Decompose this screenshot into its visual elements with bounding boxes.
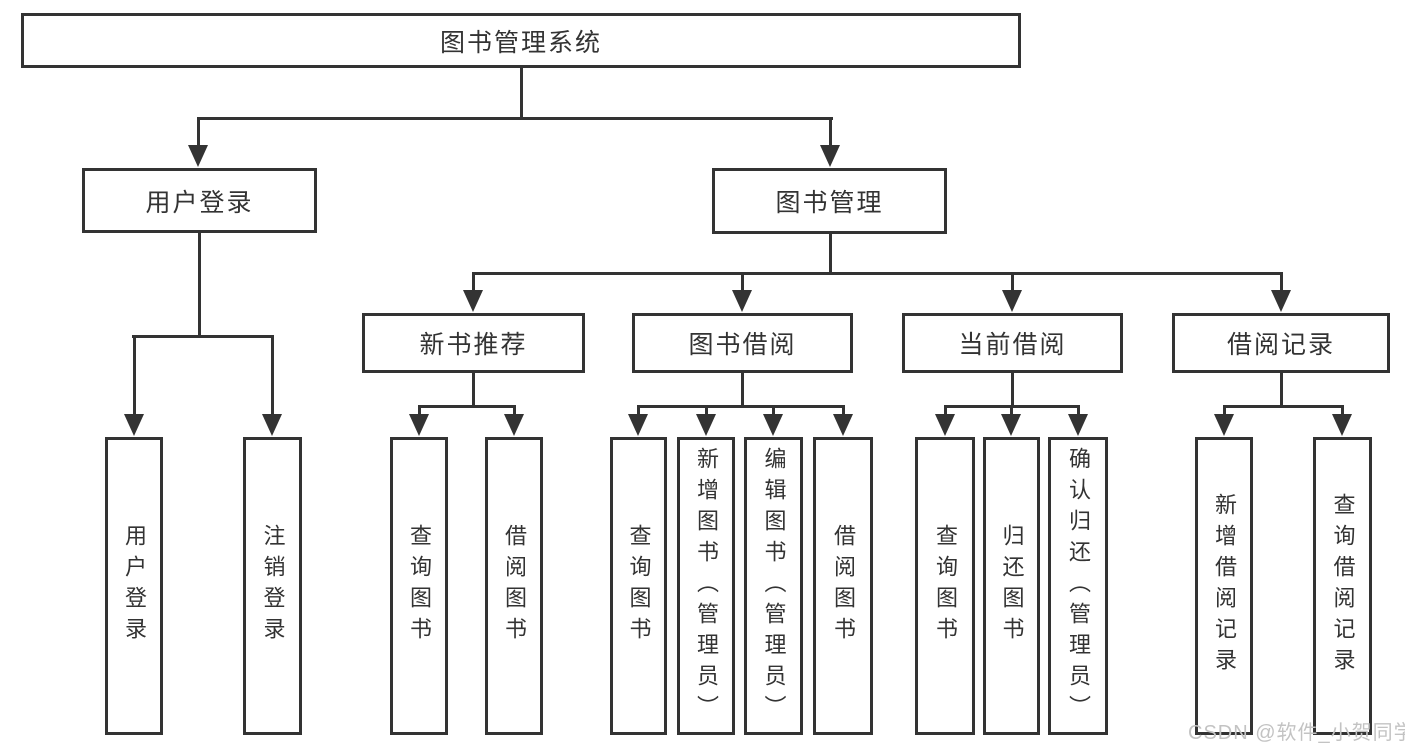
arrow-down-icon (1332, 414, 1352, 436)
leaf-bb-query-book-label: 查询图书 (626, 524, 652, 648)
arrow-down-icon (696, 414, 716, 436)
leaf-nb-query-book: 查询图书 (390, 437, 448, 735)
arrow-down-icon (935, 414, 955, 436)
arrow-down-icon (1001, 414, 1021, 436)
node-book-borrow-label: 图书借阅 (688, 331, 797, 359)
node-root-label: 图书管理系统 (439, 28, 602, 57)
leaf-bb-borrow-book: 借阅图书 (813, 437, 873, 735)
leaf-user-login: 用户登录 (105, 437, 163, 735)
connector-line (271, 335, 274, 417)
connector-line (637, 405, 845, 408)
connector-line (1341, 405, 1344, 416)
leaf-bb-edit-book: 编辑图书（管理员） (744, 437, 803, 735)
connector-line (829, 233, 832, 274)
leaf-bb-add-book-label: 新增图书（管理员） (694, 446, 719, 726)
leaf-cb-confirm-return: 确认归还（管理员） (1048, 437, 1108, 735)
arrow-down-icon (732, 290, 752, 312)
arrow-down-icon (124, 414, 144, 436)
leaf-br-query-record-label: 查询借阅记录 (1330, 493, 1356, 679)
arrow-down-icon (1002, 290, 1022, 312)
leaf-bb-borrow-book-label: 借阅图书 (831, 524, 856, 648)
arrow-down-icon (1068, 414, 1088, 436)
connector-line (1011, 373, 1014, 407)
node-book-borrow: 图书借阅 (632, 313, 853, 373)
leaf-cb-query-book: 查询图书 (915, 437, 975, 735)
node-user-login-label: 用户登录 (145, 188, 254, 217)
leaf-cb-confirm-return-label: 确认归还（管理员） (1066, 446, 1091, 726)
leaf-bb-add-book: 新增图书（管理员） (677, 437, 735, 735)
connector-line (132, 335, 274, 338)
connector-line (1223, 405, 1344, 408)
leaf-br-query-record: 查询借阅记录 (1313, 437, 1372, 735)
arrow-down-icon (409, 414, 429, 436)
connector-line (472, 373, 475, 407)
leaf-bb-edit-book-label: 编辑图书（管理员） (761, 446, 787, 726)
node-new-book-rec: 新书推荐 (362, 313, 585, 373)
watermark: CSDN @软件_小贺同学 (1188, 722, 1405, 744)
connector-line (198, 233, 201, 337)
leaf-bb-query-book: 查询图书 (610, 437, 667, 735)
connector-line (829, 117, 832, 148)
node-root: 图书管理系统 (21, 13, 1021, 68)
leaf-cb-return-book-label: 归还图书 (999, 524, 1025, 648)
node-new-book-rec-label: 新书推荐 (419, 331, 528, 359)
node-book-mgmt: 图书管理 (712, 168, 947, 234)
connector-line (944, 405, 947, 416)
leaf-br-add-record: 新增借阅记录 (1195, 437, 1253, 735)
arrow-down-icon (463, 290, 483, 312)
leaf-nb-borrow-book: 借阅图书 (485, 437, 543, 735)
arrow-down-icon (188, 145, 208, 167)
connector-line (1010, 405, 1013, 416)
arrow-down-icon (504, 414, 524, 436)
leaf-br-add-record-label: 新增借阅记录 (1212, 493, 1237, 679)
connector-line (133, 335, 136, 417)
connector-line (741, 373, 744, 407)
connector-line (513, 405, 516, 416)
connector-line (197, 117, 200, 148)
connector-line (472, 272, 475, 292)
connector-line (1011, 272, 1014, 292)
connector-line (741, 272, 744, 292)
leaf-nb-query-book-label: 查询图书 (407, 524, 432, 648)
connector-line (418, 405, 516, 408)
leaf-nb-borrow-book-label: 借阅图书 (502, 524, 527, 648)
leaf-cb-query-book-label: 查询图书 (933, 524, 958, 648)
connector-line (1223, 405, 1226, 416)
leaf-logout-label: 注销登录 (260, 524, 286, 648)
leaf-logout: 注销登录 (243, 437, 302, 735)
node-current-borrow-label: 当前借阅 (958, 331, 1067, 359)
node-borrow-records-label: 借阅记录 (1226, 331, 1335, 359)
connector-line (842, 405, 845, 416)
connector-line (1077, 405, 1080, 416)
connector-line (1280, 373, 1283, 407)
connector-line (637, 405, 640, 416)
connector-line (705, 405, 708, 416)
leaf-cb-return-book: 归还图书 (983, 437, 1040, 735)
node-current-borrow: 当前借阅 (902, 313, 1123, 373)
leaf-user-login-label: 用户登录 (122, 524, 147, 648)
connector-line (472, 272, 1283, 275)
connector-line (197, 117, 833, 120)
node-book-mgmt-label: 图书管理 (775, 189, 884, 217)
connector-line (520, 68, 523, 118)
node-user-login: 用户登录 (82, 168, 317, 233)
arrow-down-icon (628, 414, 648, 436)
arrow-down-icon (262, 414, 282, 436)
connector-line (1280, 272, 1283, 292)
arrow-down-icon (1214, 414, 1234, 436)
node-borrow-records: 借阅记录 (1172, 313, 1390, 373)
connector-line (418, 405, 421, 416)
connector-line (772, 405, 775, 416)
arrow-down-icon (833, 414, 853, 436)
arrow-down-icon (820, 145, 840, 167)
arrow-down-icon (1271, 290, 1291, 312)
arrow-down-icon (763, 414, 783, 436)
